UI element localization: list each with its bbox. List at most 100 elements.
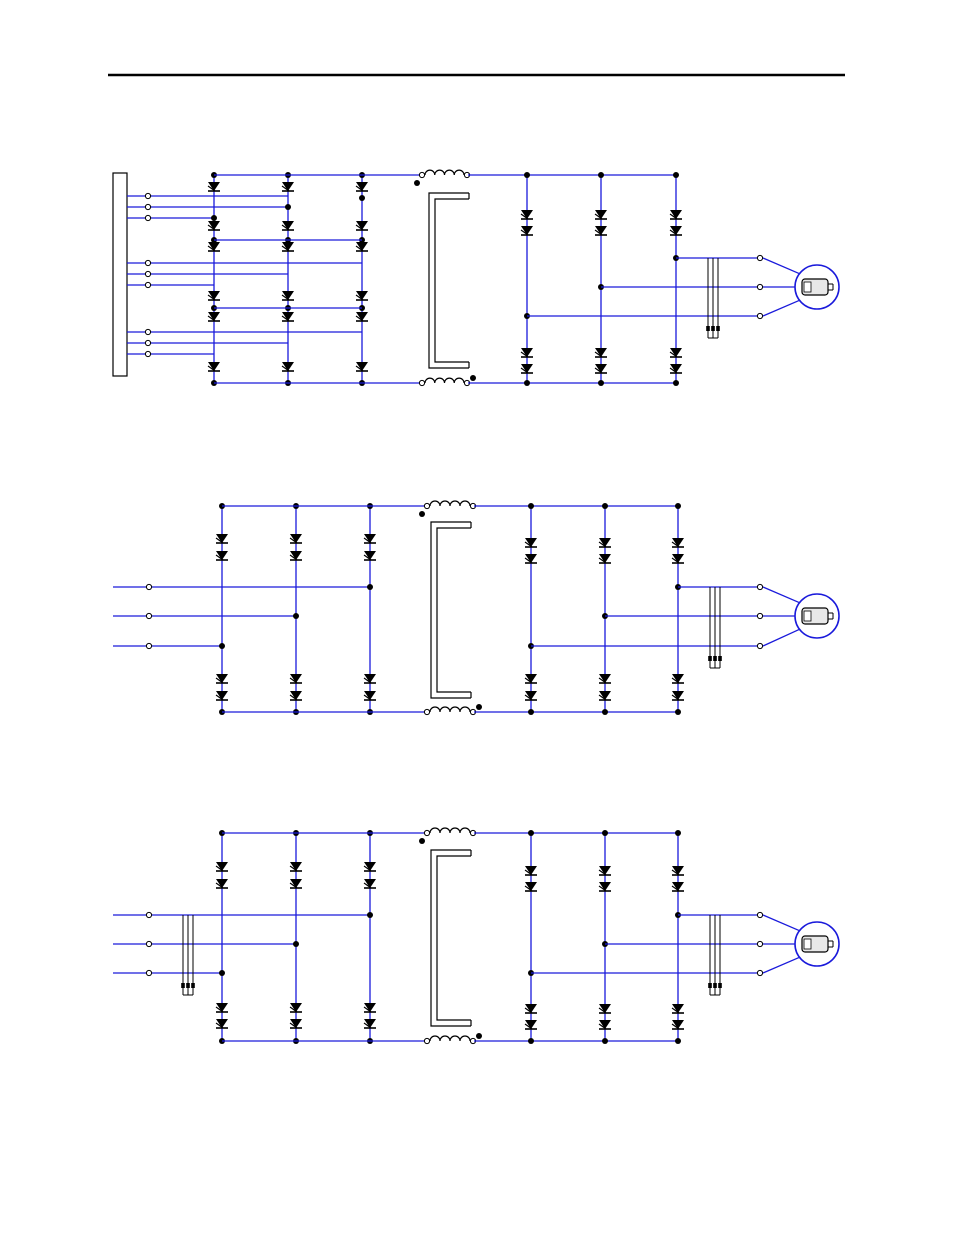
thyristor-icon bbox=[521, 364, 533, 373]
wire bbox=[763, 957, 799, 973]
thyristor-icon bbox=[525, 866, 537, 875]
thyristor-icon bbox=[525, 1020, 537, 1029]
thyristor-icon bbox=[208, 242, 220, 251]
terminal bbox=[757, 313, 762, 318]
terminal bbox=[757, 584, 762, 589]
junction-dot bbox=[476, 704, 482, 710]
terminal bbox=[146, 584, 151, 589]
terminal bbox=[146, 912, 151, 917]
thyristor-icon bbox=[364, 551, 376, 560]
thyristor-icon bbox=[599, 691, 611, 700]
thyristor-icon bbox=[290, 862, 302, 871]
terminal bbox=[757, 613, 762, 618]
junction-dot bbox=[528, 1038, 534, 1044]
thyristor-icon bbox=[216, 534, 228, 543]
junction-dot bbox=[476, 1033, 482, 1039]
terminal bbox=[424, 1038, 429, 1043]
junction-dot bbox=[602, 1038, 608, 1044]
junction-dot bbox=[673, 172, 679, 178]
junction-dot bbox=[414, 180, 420, 186]
junction-dot bbox=[419, 838, 425, 844]
thyristor-icon bbox=[216, 674, 228, 683]
thyristor-icon bbox=[521, 226, 533, 235]
thyristor-icon bbox=[599, 1020, 611, 1029]
thyristor-icon bbox=[216, 691, 228, 700]
junction-dot bbox=[675, 830, 681, 836]
thyristor-icon bbox=[672, 1020, 684, 1029]
thyristor-icon bbox=[216, 862, 228, 871]
junction-dot bbox=[285, 204, 291, 210]
junction-dot bbox=[367, 912, 373, 918]
terminal bbox=[757, 643, 762, 648]
inductor-core bbox=[435, 199, 469, 362]
thyristor-icon bbox=[356, 362, 368, 371]
terminal bbox=[145, 271, 150, 276]
inductor-core bbox=[437, 856, 471, 1020]
thyristor-icon bbox=[216, 1019, 228, 1028]
terminal bbox=[146, 613, 151, 618]
junction-dot bbox=[367, 584, 373, 590]
current-sensor-icon bbox=[713, 656, 717, 661]
inductor-icon bbox=[430, 707, 470, 712]
thyristor-icon bbox=[599, 538, 611, 547]
thyristor-icon bbox=[364, 674, 376, 683]
thyristor-icon bbox=[290, 1019, 302, 1028]
junction-dot bbox=[673, 380, 679, 386]
terminal bbox=[145, 204, 150, 209]
terminal bbox=[757, 941, 762, 946]
current-sensor-icon bbox=[191, 983, 195, 988]
terminal bbox=[145, 215, 150, 220]
thyristor-icon bbox=[670, 364, 682, 373]
circuit-diagram-2 bbox=[113, 501, 839, 715]
thyristor-icon bbox=[364, 879, 376, 888]
terminal bbox=[424, 709, 429, 714]
terminal bbox=[757, 912, 762, 917]
junction-dot bbox=[293, 941, 299, 947]
motor-icon bbox=[795, 594, 839, 638]
thyristor-icon bbox=[670, 210, 682, 219]
thyristor-icon bbox=[216, 1003, 228, 1012]
junction-dot bbox=[528, 503, 534, 509]
thyristor-icon bbox=[290, 691, 302, 700]
thyristor-icon bbox=[525, 882, 537, 891]
terminal bbox=[757, 970, 762, 975]
terminal bbox=[145, 193, 150, 198]
junction-dot bbox=[524, 172, 530, 178]
junction-dot bbox=[598, 380, 604, 386]
input-transformer-icon bbox=[113, 173, 127, 376]
junction-dot bbox=[524, 380, 530, 386]
thyristor-icon bbox=[672, 538, 684, 547]
current-sensor-icon bbox=[186, 983, 190, 988]
inductor-icon bbox=[430, 1036, 470, 1041]
thyristor-icon bbox=[208, 221, 220, 230]
terminal bbox=[145, 260, 150, 265]
wire bbox=[763, 915, 799, 931]
terminal bbox=[146, 970, 151, 975]
junction-dot bbox=[211, 215, 217, 221]
thyristor-icon bbox=[599, 1004, 611, 1013]
wire bbox=[763, 258, 799, 274]
thyristor-icon bbox=[290, 879, 302, 888]
thyristor-icon bbox=[208, 182, 220, 191]
thyristor-icon bbox=[595, 364, 607, 373]
thyristor-icon bbox=[356, 182, 368, 191]
wire bbox=[763, 587, 799, 603]
inductor-icon bbox=[425, 378, 464, 383]
thyristor-icon bbox=[521, 210, 533, 219]
current-sensor-icon bbox=[706, 326, 710, 331]
thyristor-icon bbox=[599, 866, 611, 875]
thyristor-icon bbox=[290, 674, 302, 683]
thyristor-icon bbox=[282, 242, 294, 251]
terminal bbox=[419, 172, 424, 177]
thyristor-icon bbox=[672, 882, 684, 891]
thyristor-icon bbox=[364, 691, 376, 700]
thyristor-icon bbox=[290, 534, 302, 543]
thyristor-icon bbox=[208, 362, 220, 371]
terminal bbox=[146, 643, 151, 648]
junction-dot bbox=[419, 511, 425, 517]
junction-dot bbox=[359, 195, 365, 201]
junction-dot bbox=[602, 830, 608, 836]
motor-icon bbox=[795, 265, 839, 309]
junction-dot bbox=[528, 709, 534, 715]
